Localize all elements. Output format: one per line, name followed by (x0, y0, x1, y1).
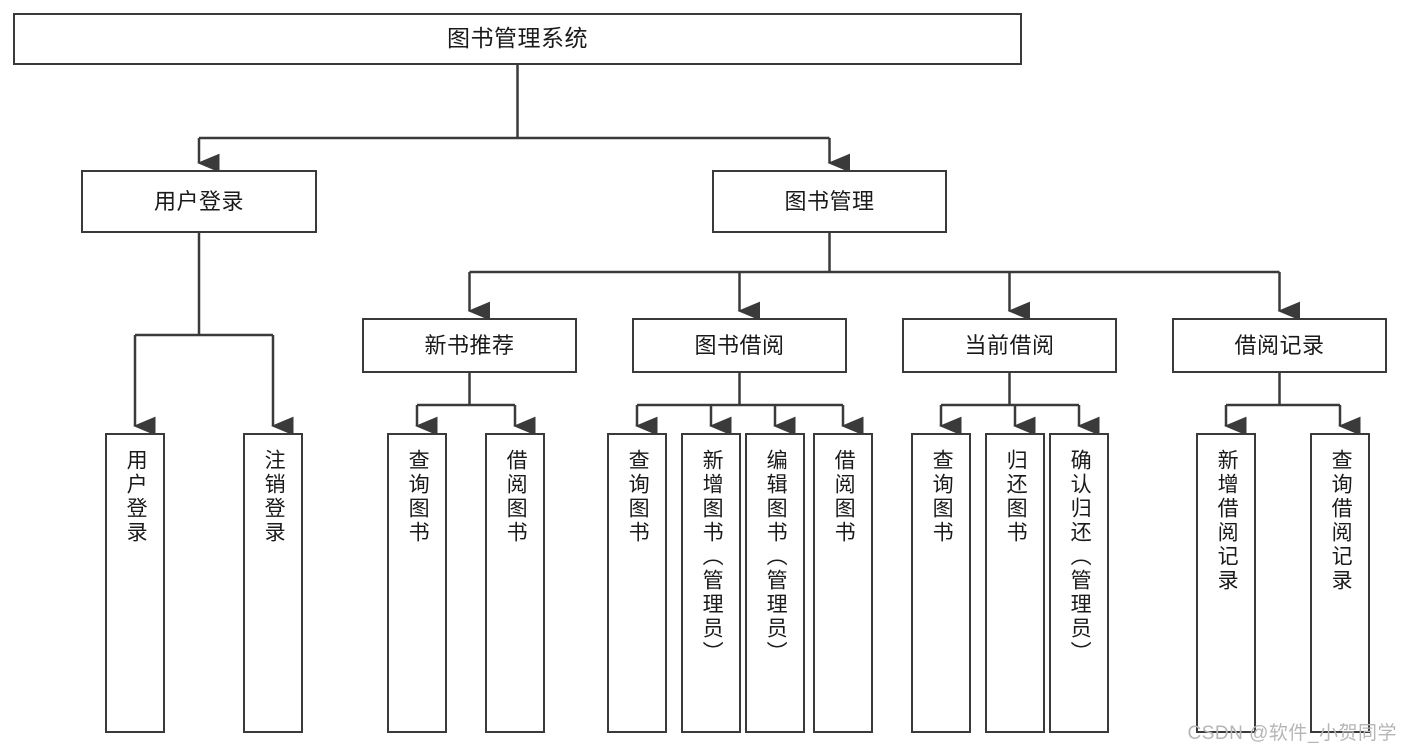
node-root[interactable]: 图书管理系统 (13, 13, 1022, 65)
node-label: 确认归还（管理员） (1068, 449, 1092, 665)
node-label: 编辑图书（管理员） (764, 449, 788, 665)
node-label: 注销登录 (262, 449, 286, 545)
leaf-confirm-return[interactable]: 确认归还（管理员） (1049, 433, 1109, 733)
node-label: 归还图书 (1004, 449, 1028, 545)
csdn-watermark: CSDN @软件_小贺同学 (1187, 723, 1397, 744)
node-user-login[interactable]: 用户登录 (81, 170, 317, 233)
node-borrow-record[interactable]: 借阅记录 (1172, 318, 1387, 373)
leaf-query-book-3[interactable]: 查询图书 (911, 433, 971, 733)
leaf-return-book[interactable]: 归还图书 (985, 433, 1045, 733)
node-label: 当前借阅 (964, 332, 1055, 358)
leaf-edit-book-admin[interactable]: 编辑图书（管理员） (745, 433, 805, 733)
node-label: 用户登录 (153, 188, 244, 214)
leaf-logout-login[interactable]: 注销登录 (243, 433, 303, 733)
node-label: 借阅图书 (832, 449, 856, 545)
node-label: 图书借阅 (694, 332, 785, 358)
node-label: 图书管理系统 (447, 25, 588, 52)
node-label: 查询图书 (626, 449, 650, 545)
leaf-add-record[interactable]: 新增借阅记录 (1196, 433, 1256, 733)
node-label: 新增图书（管理员） (700, 449, 724, 665)
leaf-query-record[interactable]: 查询借阅记录 (1310, 433, 1370, 733)
node-label: 借阅记录 (1234, 332, 1325, 358)
node-label: 借阅图书 (504, 449, 528, 545)
leaf-borrow-book-2[interactable]: 借阅图书 (813, 433, 873, 733)
leaf-borrow-book-1[interactable]: 借阅图书 (485, 433, 545, 733)
node-current-borrow[interactable]: 当前借阅 (902, 318, 1117, 373)
leaf-add-book-admin[interactable]: 新增图书（管理员） (681, 433, 741, 733)
node-book-borrow[interactable]: 图书借阅 (632, 318, 847, 373)
node-label: 新书推荐 (424, 332, 515, 358)
leaf-user-login[interactable]: 用户登录 (105, 433, 165, 733)
node-label: 新增借阅记录 (1215, 449, 1239, 593)
node-label: 查询图书 (930, 449, 954, 545)
leaf-query-book-1[interactable]: 查询图书 (387, 433, 447, 733)
node-label: 图书管理 (784, 188, 875, 214)
node-label: 查询借阅记录 (1329, 449, 1353, 593)
node-label: 查询图书 (406, 449, 430, 545)
node-label: 用户登录 (124, 449, 148, 545)
node-new-book-recommend[interactable]: 新书推荐 (362, 318, 577, 373)
node-book-manage[interactable]: 图书管理 (712, 170, 947, 233)
leaf-query-book-2[interactable]: 查询图书 (607, 433, 667, 733)
